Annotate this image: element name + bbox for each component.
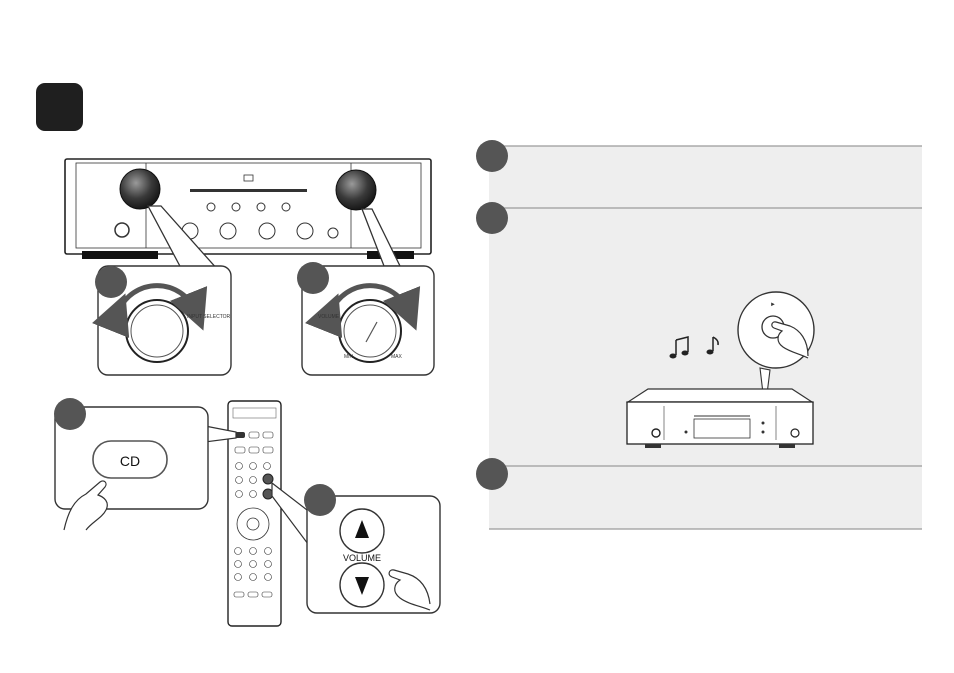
callout-step-marker — [95, 266, 127, 298]
step-badge — [36, 83, 83, 131]
music-note-icon — [669, 336, 689, 359]
step-marker-2 — [476, 202, 508, 234]
step-marker-1 — [476, 140, 508, 172]
cd-label: CD — [120, 453, 140, 469]
pointing-hand-icon — [63, 480, 108, 531]
max-label: MAX — [391, 354, 403, 360]
music-note-icon — [706, 336, 719, 355]
volume-knob — [335, 169, 377, 211]
input-selector-callout — [91, 265, 232, 376]
step-marker-3 — [476, 458, 508, 490]
remote-control — [227, 400, 282, 627]
volume-label: VOLUME — [318, 314, 340, 320]
play-label: ► — [770, 302, 776, 308]
volume-remote-callout — [304, 484, 441, 614]
callout-step-marker — [304, 484, 336, 516]
volume-remote-label: VOLUME — [343, 553, 381, 563]
volume-callout — [297, 262, 435, 376]
input-selector-label: INPUT SELECTOR — [187, 314, 231, 320]
steps-panel — [476, 140, 922, 530]
cd-player — [625, 388, 815, 448]
input-selector-knob — [119, 168, 161, 210]
up-arrow-icon — [355, 520, 369, 538]
pointing-hand-icon — [388, 569, 431, 611]
callout-step-marker — [297, 262, 329, 294]
cd-button — [92, 440, 168, 479]
callout-step-marker — [54, 398, 86, 430]
down-arrow-icon — [355, 577, 369, 595]
play-button-callout — [737, 291, 815, 369]
min-label: MIN — [344, 354, 354, 360]
pointing-hand-icon — [771, 321, 809, 359]
cd-callout — [54, 398, 209, 531]
